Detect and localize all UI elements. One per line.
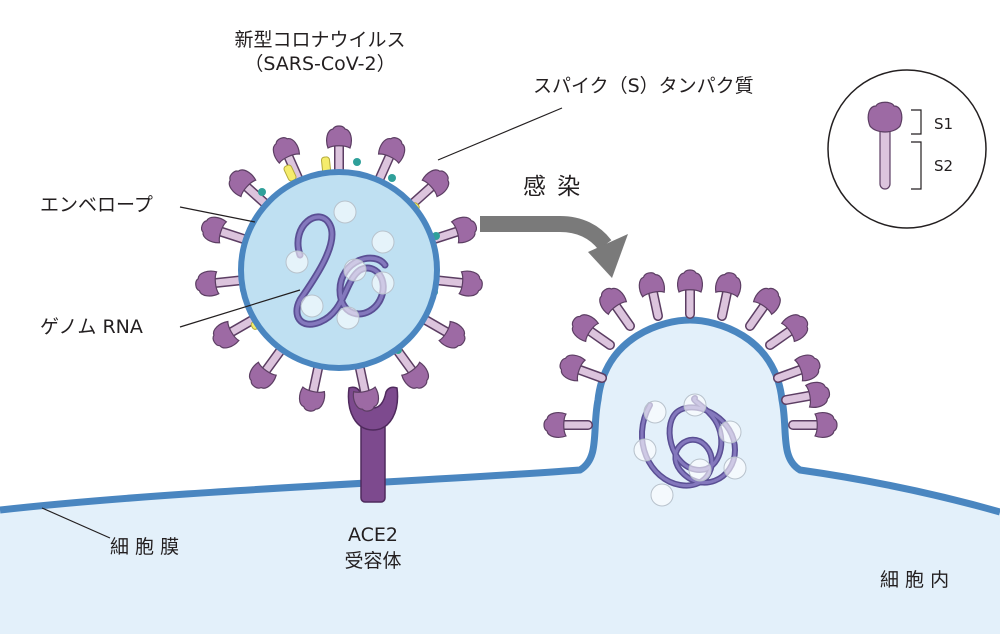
leader-lines bbox=[41, 107, 563, 539]
cell-membrane-label: 細 胞 膜 bbox=[110, 536, 180, 558]
virion-rna bbox=[285, 200, 395, 330]
infection-arrow bbox=[480, 216, 628, 278]
virus-subtitle: （SARS-CoV-2） bbox=[244, 53, 396, 75]
virion-body bbox=[238, 169, 440, 371]
virus-title: 新型コロナウイルス bbox=[234, 29, 406, 51]
spike-protein-label: スパイク（S）タンパク質 bbox=[533, 75, 754, 97]
receptor-label: 受容体 bbox=[344, 550, 402, 572]
inset-s1-label: S1 bbox=[934, 115, 954, 133]
spike-inset bbox=[827, 69, 987, 229]
genome-rna-label: ゲノム RNA bbox=[40, 316, 143, 338]
infection-label: 感 染 bbox=[523, 174, 583, 200]
intracellular-label: 細 胞 内 bbox=[880, 569, 950, 591]
envelope-label: エンベロープ bbox=[40, 194, 153, 216]
ace2-label: ACE2 bbox=[347, 524, 399, 546]
inset-s2-label: S2 bbox=[934, 157, 954, 175]
budding-rna bbox=[633, 393, 747, 507]
